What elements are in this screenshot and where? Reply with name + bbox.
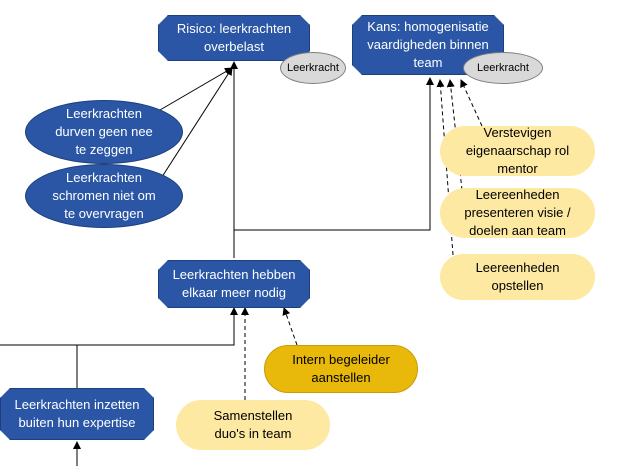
risico-node[interactable]: Risico: leerkrachten overbelast <box>158 15 310 61</box>
nodig-node[interactable]: Leerkrachten hebben elkaar meer nodig <box>158 260 310 308</box>
geen-nee-node[interactable]: Leerkrachten durven geen nee te zeggen <box>25 100 183 164</box>
edge-presenteren-to-kans <box>446 79 463 191</box>
edge-eigenaarschap-to-kans <box>460 79 483 127</box>
begeleider-node[interactable]: Intern begeleider aanstellen <box>264 345 418 393</box>
edge-begeleider-to-nodig <box>282 307 298 346</box>
eigenaarschap-node[interactable]: Verstevigen eigenaarschap rol mentor <box>440 125 595 176</box>
presenteren-node[interactable]: Leereenheden presenteren visie / doelen … <box>440 187 595 238</box>
edge-left-to-nodig <box>0 307 238 346</box>
opstellen-node[interactable]: Leereenheden opstellen <box>440 254 595 300</box>
edge-geen-nee-to-risico <box>159 67 233 111</box>
edge-nodig-to-kans <box>234 77 434 231</box>
kans-tag[interactable]: Leerkracht <box>463 52 543 84</box>
risico-tag[interactable]: Leerkracht <box>280 52 346 84</box>
schromen-node[interactable]: Leerkrachten schromen niet om te overvra… <box>25 164 183 228</box>
edge-schromen-to-risico <box>159 67 233 181</box>
kans-node[interactable]: Kans: homogenisatie vaardigheden binnen … <box>352 15 504 75</box>
expertise-node[interactable]: Leerkrachten inzetten buiten hun experti… <box>0 388 154 440</box>
duos-node[interactable]: Samenstellen duo's in team <box>176 400 330 450</box>
